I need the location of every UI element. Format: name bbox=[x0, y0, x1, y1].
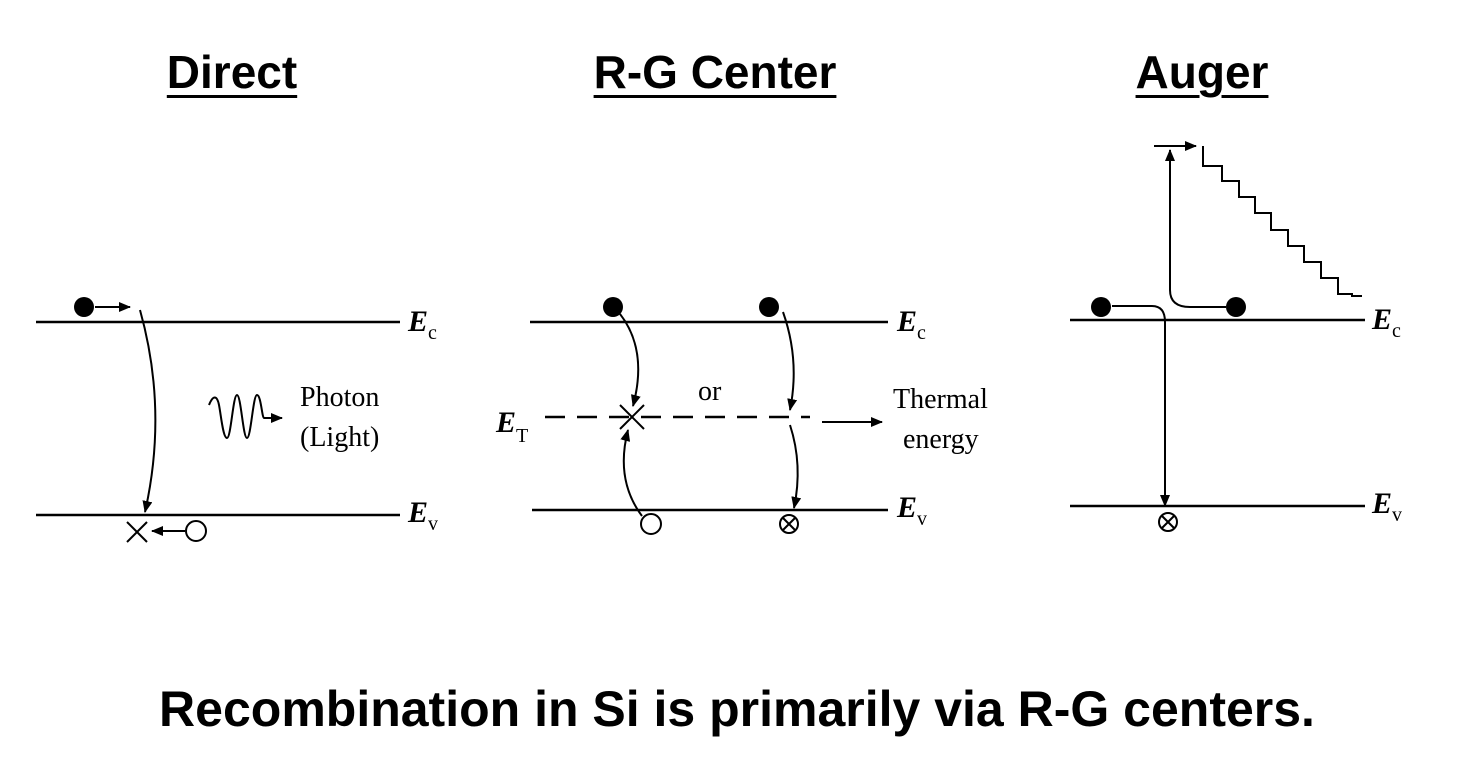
caption: Recombination in Si is primarily via R-G… bbox=[159, 681, 1315, 737]
direct-recombination-x bbox=[126, 521, 148, 543]
auger-title: Auger bbox=[1135, 46, 1269, 98]
thermal-label: Thermal bbox=[893, 384, 988, 415]
auger-panel: E c E v bbox=[1070, 141, 1402, 532]
auger-excitation-arrow bbox=[1165, 149, 1226, 308]
photon-label: Photon bbox=[300, 382, 379, 413]
rg-et-subscript: T bbox=[516, 425, 528, 447]
rg-trap-to-valence-arrow bbox=[789, 424, 802, 509]
direct-ev-subscript: v bbox=[428, 513, 438, 535]
direct-ec-label: E bbox=[407, 305, 428, 338]
auger-ev-label: E bbox=[1371, 487, 1392, 520]
direct-ev-label: E bbox=[407, 496, 428, 529]
rg-ec-label: E bbox=[896, 305, 917, 338]
rg-ev-label: E bbox=[896, 491, 917, 524]
direct-ec-subscript: c bbox=[428, 322, 437, 344]
rg-electron-capture-arrow bbox=[619, 313, 641, 407]
rg-electron-to-trap-arrow bbox=[782, 311, 798, 411]
auger-electron-right bbox=[1226, 297, 1246, 317]
rg-ev-subscript: v bbox=[917, 508, 927, 530]
auger-electron-left bbox=[1091, 297, 1111, 317]
auger-recombination-arrow bbox=[1112, 305, 1170, 507]
photon-wave-icon bbox=[208, 393, 283, 440]
direct-title: Direct bbox=[166, 46, 298, 98]
energy-label: energy bbox=[903, 424, 979, 455]
rg-et-label: E bbox=[495, 406, 516, 439]
auger-ec-subscript: c bbox=[1392, 320, 1401, 342]
auger-ev-subscript: v bbox=[1392, 504, 1402, 526]
auger-annihilated-pair-icon bbox=[1158, 512, 1178, 532]
rg-hole bbox=[640, 513, 662, 535]
rg-center-panel: or Thermal energy E T E c E v bbox=[495, 297, 988, 535]
rg-electron-right bbox=[759, 297, 779, 317]
rg-annihilated-pair-icon bbox=[779, 514, 799, 534]
rg-center-title: R-G Center bbox=[593, 46, 837, 98]
rg-trap-x bbox=[619, 404, 645, 430]
auger-ec-label: E bbox=[1371, 303, 1392, 336]
light-label: (Light) bbox=[300, 422, 379, 453]
auger-thermalization-staircase bbox=[1202, 146, 1362, 297]
rg-hole-capture-arrow bbox=[620, 429, 643, 517]
direct-transition-arrow bbox=[139, 309, 157, 513]
direct-electron bbox=[74, 297, 94, 317]
rg-ec-subscript: c bbox=[917, 322, 926, 344]
rg-electron-left bbox=[603, 297, 623, 317]
or-label: or bbox=[698, 376, 722, 407]
direct-panel: Photon (Light) E c E v bbox=[36, 297, 438, 543]
direct-hole bbox=[185, 520, 207, 542]
